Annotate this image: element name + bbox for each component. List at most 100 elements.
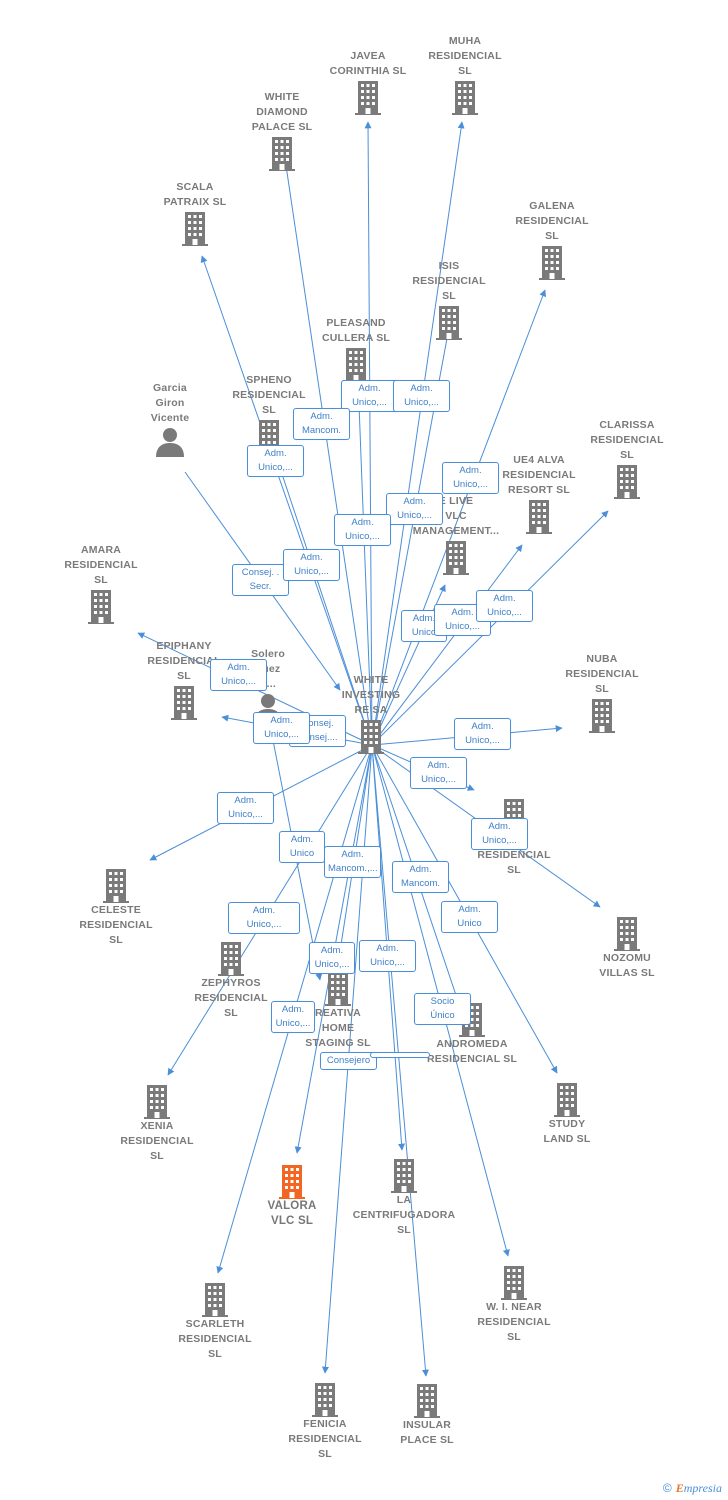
- node-ue4[interactable]: UE4 ALVA RESIDENCIAL RESORT SL: [484, 453, 594, 534]
- relation-label[interactable]: Adm. Unico,...: [210, 659, 267, 691]
- node-creativa[interactable]: REATIVA HOME STAGING SL: [283, 970, 393, 1051]
- building-icon: [218, 942, 244, 976]
- relation-label[interactable]: Adm. Unico,...: [334, 514, 391, 546]
- relation-label[interactable]: Adm. Unico,...: [386, 493, 443, 525]
- relation-label[interactable]: Adm. Unico,...: [271, 1001, 315, 1033]
- node-isis[interactable]: ISIS RESIDENCIAL SL: [394, 259, 504, 340]
- node-label: UE4 ALVA RESIDENCIAL RESORT SL: [502, 454, 576, 496]
- node-javea[interactable]: JAVEA CORINTHIA SL: [313, 49, 423, 115]
- node-celeste[interactable]: CELESTE RESIDENCIAL SL: [61, 867, 171, 948]
- node-white-diamond[interactable]: WHITE DIAMOND PALACE SL: [227, 90, 337, 171]
- node-zephyros[interactable]: ZEPHYROS RESIDENCIAL SL: [176, 940, 286, 1021]
- relation-label[interactable]: Adm. Unico,...: [253, 712, 310, 744]
- relation-label[interactable]: Adm. Mancom.,...: [324, 846, 381, 878]
- node-label: XENIA RESIDENCIAL SL: [120, 1120, 194, 1162]
- node-nuba[interactable]: NUBA RESIDENCIAL SL: [547, 652, 657, 733]
- node-label: FENICIA RESIDENCIAL SL: [288, 1418, 362, 1460]
- relation-label[interactable]: Adm. Unico: [441, 901, 498, 933]
- relation-label[interactable]: Adm. Unico,...: [454, 718, 511, 750]
- building-icon: [103, 869, 129, 903]
- node-valora[interactable]: VALORA VLC SL: [237, 1163, 347, 1229]
- node-scala[interactable]: SCALA PATRAIX SL: [140, 180, 250, 246]
- node-centrifugadora[interactable]: LA CENTRIFUGADORA SL: [349, 1157, 459, 1238]
- building-icon: [312, 1383, 338, 1417]
- node-label: VALORA VLC SL: [267, 1200, 317, 1227]
- node-amara[interactable]: AMARA RESIDENCIAL SL: [46, 543, 156, 624]
- relation-label[interactable]: Socio Único: [414, 993, 471, 1025]
- building-icon: [391, 1159, 417, 1193]
- edge-line: [353, 351, 373, 746]
- building-icon: [358, 720, 384, 754]
- node-label: JAVEA CORINTHIA SL: [329, 50, 407, 77]
- node-scarleth[interactable]: SCARLETH RESIDENCIAL SL: [160, 1281, 270, 1362]
- node-xenia[interactable]: XENIA RESIDENCIAL SL: [102, 1083, 212, 1164]
- relation-label[interactable]: Adm. Unico,...: [359, 940, 416, 972]
- node-pleasand[interactable]: PLEASAND CULLERA SL: [301, 316, 411, 382]
- building-icon: [144, 1085, 170, 1119]
- relation-label[interactable]: Adm. Unico,...: [247, 445, 304, 477]
- relation-label[interactable]: Adm. Unico,...: [476, 590, 533, 622]
- node-galena[interactable]: GALENA RESIDENCIAL SL: [497, 199, 607, 280]
- node-label: Garcia Giron Vicente: [150, 382, 190, 424]
- edge-line: [281, 151, 373, 746]
- node-clarissa[interactable]: CLARISSA RESIDENCIAL SL: [572, 418, 682, 499]
- relation-label[interactable]: Adm. Unico,...: [228, 902, 300, 934]
- relation-label[interactable]: Consejero: [320, 1052, 377, 1070]
- node-insular[interactable]: INSULAR PLACE SL: [372, 1382, 482, 1448]
- node-label: W. I. NEAR RESIDENCIAL SL: [477, 1301, 551, 1343]
- relation-label[interactable]: Adm. Unico: [279, 831, 325, 863]
- relation-label[interactable]: Adm. Unico,...: [442, 462, 499, 494]
- node-white-investing[interactable]: WHITE INVESTING RE SA: [316, 673, 426, 754]
- node-label: WHITE DIAMOND PALACE SL: [251, 91, 313, 133]
- building-icon: [414, 1384, 440, 1418]
- node-label: INSULAR PLACE SL: [400, 1419, 454, 1446]
- node-label: SCARLETH RESIDENCIAL SL: [178, 1318, 252, 1360]
- node-label: AMARA RESIDENCIAL SL: [64, 544, 138, 586]
- node-nozomu[interactable]: NOZOMU VILLAS SL: [572, 915, 682, 981]
- node-label: ISIS RESIDENCIAL SL: [412, 260, 486, 302]
- relation-label[interactable]: Adm. Mancom.: [293, 408, 350, 440]
- node-label: EPIPHANY RESIDENCIAL SL: [147, 640, 221, 682]
- node-label: WHITE INVESTING RE SA: [341, 674, 401, 716]
- node-fenicia[interactable]: FENICIA RESIDENCIAL SL: [270, 1381, 380, 1462]
- relation-label[interactable]: Adm. Unico,...: [471, 818, 528, 850]
- building-icon: [501, 1266, 527, 1300]
- brand-initial: E: [675, 1481, 684, 1495]
- node-label: SPHENO RESIDENCIAL SL: [232, 374, 306, 416]
- building-icon: [269, 137, 295, 171]
- relation-label[interactable]: Adm. Unico,...: [410, 757, 467, 789]
- relation-label[interactable]: Adm. Unico,...: [283, 549, 340, 581]
- relation-label[interactable]: [370, 1052, 430, 1058]
- node-label: PLEASAND CULLERA SL: [321, 317, 391, 344]
- node-study[interactable]: STUDY LAND SL: [512, 1081, 622, 1147]
- relation-label[interactable]: Adm. Mancom.: [392, 861, 449, 893]
- building-icon: [202, 1283, 228, 1317]
- relation-label[interactable]: Adm. Unico,...: [217, 792, 274, 824]
- footer-brand: ©Empresia: [663, 1481, 722, 1496]
- relation-label[interactable]: Adm. Unico,...: [309, 942, 355, 974]
- node-muha[interactable]: MUHA RESIDENCIAL SL: [410, 34, 520, 115]
- building-icon: [554, 1083, 580, 1117]
- node-spheno[interactable]: SPHENO RESIDENCIAL SL: [214, 373, 324, 454]
- building-icon: [279, 1165, 305, 1199]
- brand-name: mpresia: [683, 1481, 722, 1495]
- node-label: GALENA RESIDENCIAL SL: [515, 200, 589, 242]
- node-wi-near[interactable]: W. I. NEAR RESIDENCIAL SL: [459, 1264, 569, 1345]
- node-label: STUDY LAND SL: [543, 1118, 591, 1145]
- node-epiphany[interactable]: EPIPHANY RESIDENCIAL SL: [129, 639, 239, 720]
- relation-label[interactable]: Adm. Unico,...: [393, 380, 450, 412]
- edge-line: [364, 121, 373, 746]
- building-icon: [539, 246, 565, 280]
- person-icon: [156, 428, 184, 457]
- node-garcia[interactable]: Garcia Giron Vicente: [115, 381, 225, 458]
- node-label: NOZOMU VILLAS SL: [599, 952, 655, 979]
- relation-label[interactable]: Consej. . Secr.: [232, 564, 289, 596]
- node-label: MUHA RESIDENCIAL SL: [428, 35, 502, 77]
- building-icon: [171, 686, 197, 720]
- node-andromeda[interactable]: ANDROMEDA RESIDENCIAL SL: [417, 1001, 527, 1067]
- edge-line: [274, 455, 373, 746]
- relation-label[interactable]: Adm. Unico,...: [341, 380, 398, 412]
- building-icon: [355, 81, 381, 115]
- building-icon: [343, 348, 369, 382]
- building-icon: [436, 306, 462, 340]
